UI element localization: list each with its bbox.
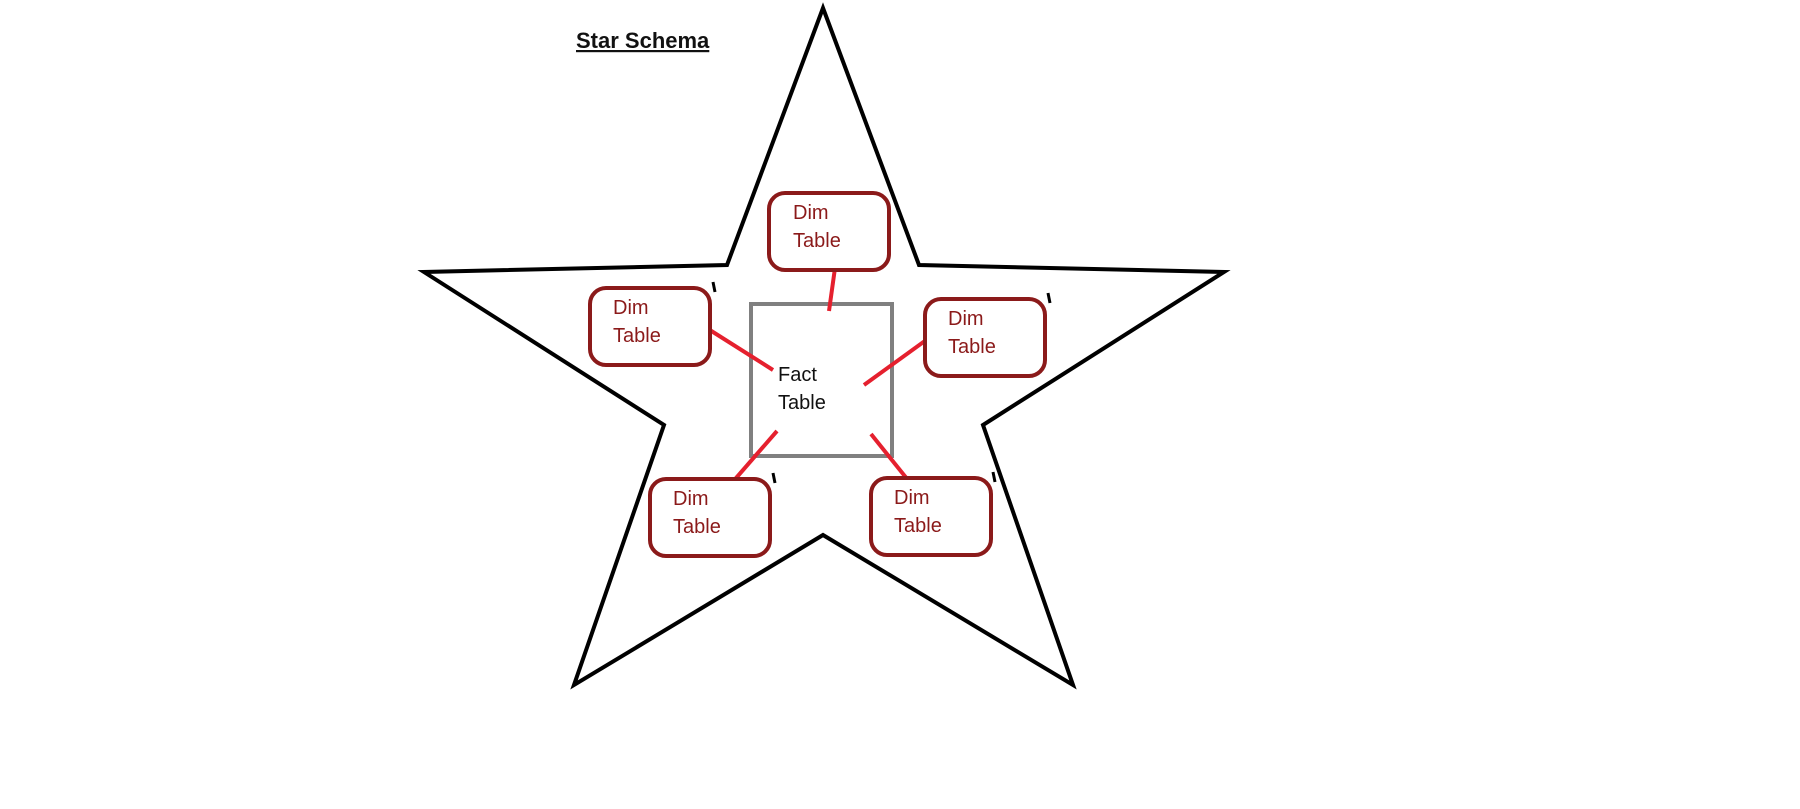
tick-mark (1046, 292, 1052, 304)
dim-table-top: Dim Table (767, 191, 891, 272)
connector-bottom-left (728, 429, 779, 487)
dim-table-left-box (588, 286, 712, 367)
fact-table-label-line2: Table (778, 392, 826, 414)
dim-table-right: Dim Table (923, 297, 1047, 378)
star-outline (417, 2, 1231, 690)
dim-table-bottom-left-box (648, 477, 772, 558)
diagram-title: Star Schema (576, 28, 710, 53)
connector-top (827, 267, 837, 312)
fact-table-box (749, 302, 894, 458)
dim-table-left-label-line2: Table (613, 325, 661, 347)
dim-table-left: Dim Table (588, 286, 712, 367)
dim-table-bottom-left-label-line2: Table (673, 516, 721, 538)
tick-mark (991, 471, 997, 483)
dim-table-bottom-right: Dim Table (869, 476, 993, 557)
dim-table-top-label-line1: Dim (793, 202, 829, 224)
dim-table-bottom-right-label-line2: Table (894, 515, 942, 537)
dim-table-bottom-right-label-line1: Dim (894, 487, 930, 509)
dim-table-left-label-line1: Dim (613, 297, 649, 319)
dim-table-top-label-line2: Table (793, 230, 841, 252)
dim-table-right-label-line1: Dim (948, 308, 984, 330)
fact-table-label-line1: Fact (778, 364, 817, 386)
dim-table-right-label-line2: Table (948, 336, 996, 358)
tick-mark (771, 472, 777, 484)
tick-mark (711, 281, 717, 293)
dim-table-bottom-left: Dim Table (648, 477, 772, 558)
dim-table-bottom-left-label-line1: Dim (673, 488, 709, 510)
dim-table-right-box (923, 297, 1047, 378)
dim-table-bottom-right-box (869, 476, 993, 557)
dim-table-top-box (767, 191, 891, 272)
